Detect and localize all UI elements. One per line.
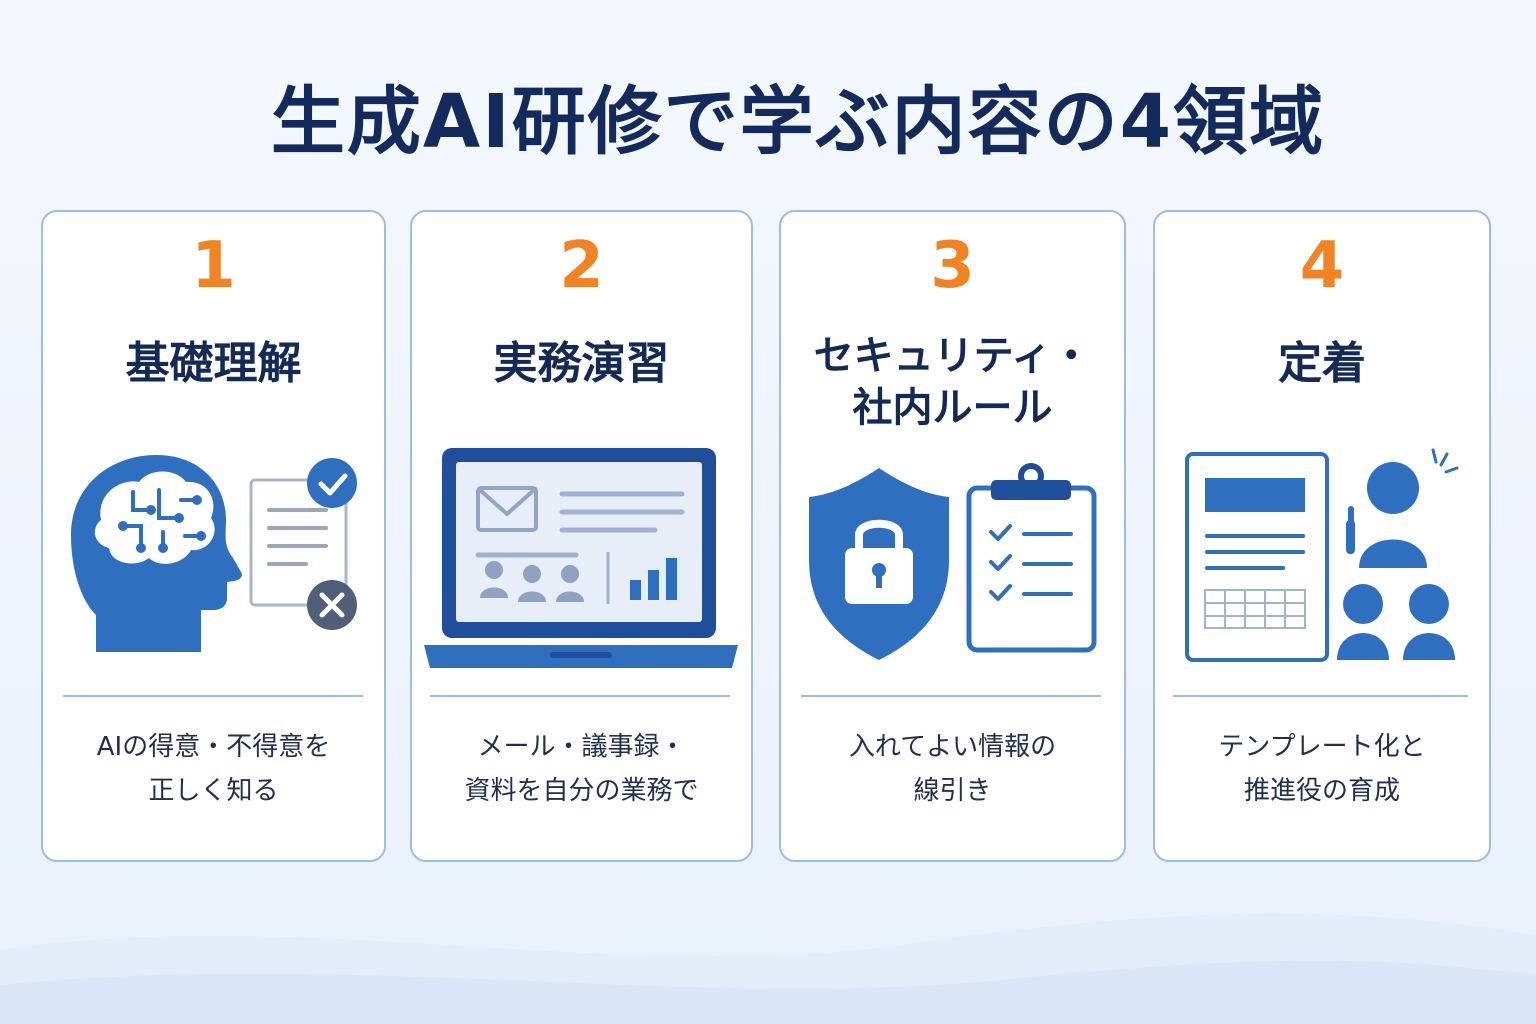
people-icon — [480, 561, 584, 602]
card-title-line: セキュリティ・ — [813, 333, 1092, 379]
card-title-line: 社内ルール — [852, 385, 1053, 431]
description-line: 線引き — [913, 776, 992, 806]
card-title: セキュリティ・ 社内ルール — [779, 330, 1126, 434]
card-title: 定着 — [1278, 338, 1366, 389]
card-description: 入れてよい情報の 線引き — [779, 725, 1126, 813]
card-title: 実務演習 — [493, 338, 670, 389]
card-number: 4 — [1299, 229, 1345, 303]
shield-lock-icon — [809, 468, 949, 660]
description-line: 正しく知る — [148, 776, 279, 806]
card-illustration — [1185, 448, 1459, 662]
brain-head-icon — [71, 455, 242, 652]
description-line: メール・議事録・ — [477, 732, 686, 762]
card-description: AIの得意・不得意を 正しく知る — [41, 725, 386, 813]
audience-icon — [1337, 584, 1455, 660]
card-divider — [430, 695, 730, 697]
card-illustration — [71, 455, 357, 652]
description-line: 入れてよい情報の — [848, 732, 1057, 762]
description-line: AIの得意・不得意を — [96, 732, 331, 762]
check-circle-icon — [307, 458, 357, 508]
card-1-content: 1 基礎理解 — [41, 0, 386, 1024]
card-title: 基礎理解 — [125, 338, 302, 389]
card-number: 3 — [930, 229, 975, 303]
description-line: テンプレート化と — [1218, 732, 1426, 762]
description-line: 推進役の育成 — [1243, 776, 1400, 806]
description-line: 資料を自分の業務で — [464, 776, 699, 806]
card-description: テンプレート化と 推進役の育成 — [1153, 725, 1491, 813]
document-check-icon — [249, 478, 348, 607]
card-description: メール・議事録・ 資料を自分の業務で — [410, 725, 753, 813]
card-illustration — [424, 448, 738, 668]
page-title: 生成AI研修で学ぶ内容の4領域 — [270, 79, 1326, 165]
laptop-icon — [424, 448, 738, 668]
card-4-content: 4 定着 — [1153, 0, 1491, 1024]
presenter-icon — [1346, 462, 1427, 568]
card-2-content: 2 実務演習 メール・議事録・ — [410, 0, 753, 1024]
bar-chart-icon — [630, 558, 677, 600]
card-3-content: 3 セキュリティ・ 社内ルール — [779, 0, 1126, 1024]
card-illustration — [809, 463, 1097, 660]
cross-circle-icon — [307, 580, 357, 630]
clipboard-checklist-icon — [966, 463, 1097, 653]
template-document-icon — [1185, 452, 1329, 662]
mail-icon — [476, 486, 538, 532]
card-divider — [63, 695, 363, 697]
card-divider — [1173, 695, 1468, 697]
card-divider — [801, 695, 1101, 697]
card-number: 1 — [191, 229, 236, 303]
card-number: 2 — [559, 229, 604, 303]
